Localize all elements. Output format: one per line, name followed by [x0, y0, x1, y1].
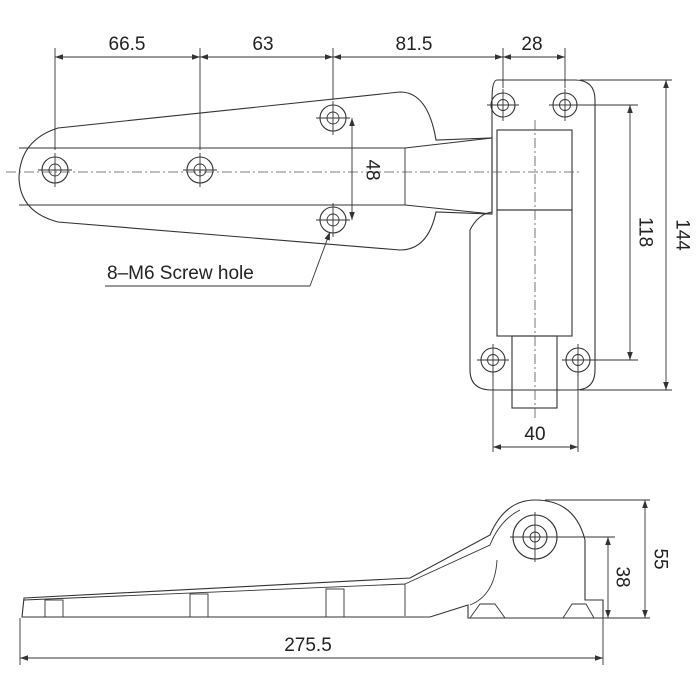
- knuckle-upper: [496, 129, 573, 211]
- side-leaf-outline: [21, 499, 604, 619]
- dim-40: 40: [524, 424, 545, 445]
- hinge-pin: [511, 335, 558, 409]
- hinge-plate-outline: [469, 79, 596, 391]
- side-view: 38 55 275.5: [19, 499, 671, 665]
- screw-hole-8: [562, 344, 594, 376]
- dim-63: 63: [252, 34, 273, 55]
- dim-48: 48: [362, 159, 383, 180]
- dim-275-5: 275.5: [284, 635, 332, 656]
- dim-66-5: 66.5: [109, 34, 146, 55]
- screw-hole-5: [487, 89, 519, 121]
- screw-hole-2: [183, 153, 217, 187]
- screw-hole-1: [38, 153, 72, 187]
- leaf-taper: [404, 137, 493, 215]
- dim-55: 55: [650, 548, 671, 569]
- screw-hole-4: [316, 203, 350, 237]
- dim-144: 144: [672, 219, 693, 251]
- dim-118: 118: [635, 217, 656, 247]
- screw-hole-callout: 8–M6 Screw hole: [107, 263, 254, 284]
- screw-hole-3: [316, 101, 350, 135]
- knuckle-lower: [496, 209, 573, 337]
- top-view: 66.5 63 81.5 28 48 118 144 40 8–M6 Screw…: [6, 34, 693, 452]
- side-leaf-inner: [23, 509, 521, 616]
- leaf-rib: [19, 147, 406, 206]
- dim-38: 38: [612, 566, 633, 587]
- dim-28: 28: [521, 34, 542, 55]
- side-pin: [510, 512, 560, 562]
- screw-hole-6: [549, 89, 581, 121]
- hinge-leaf-outline: [18, 91, 493, 251]
- dim-81-5: 81.5: [396, 34, 433, 55]
- screw-hole-7: [477, 344, 509, 376]
